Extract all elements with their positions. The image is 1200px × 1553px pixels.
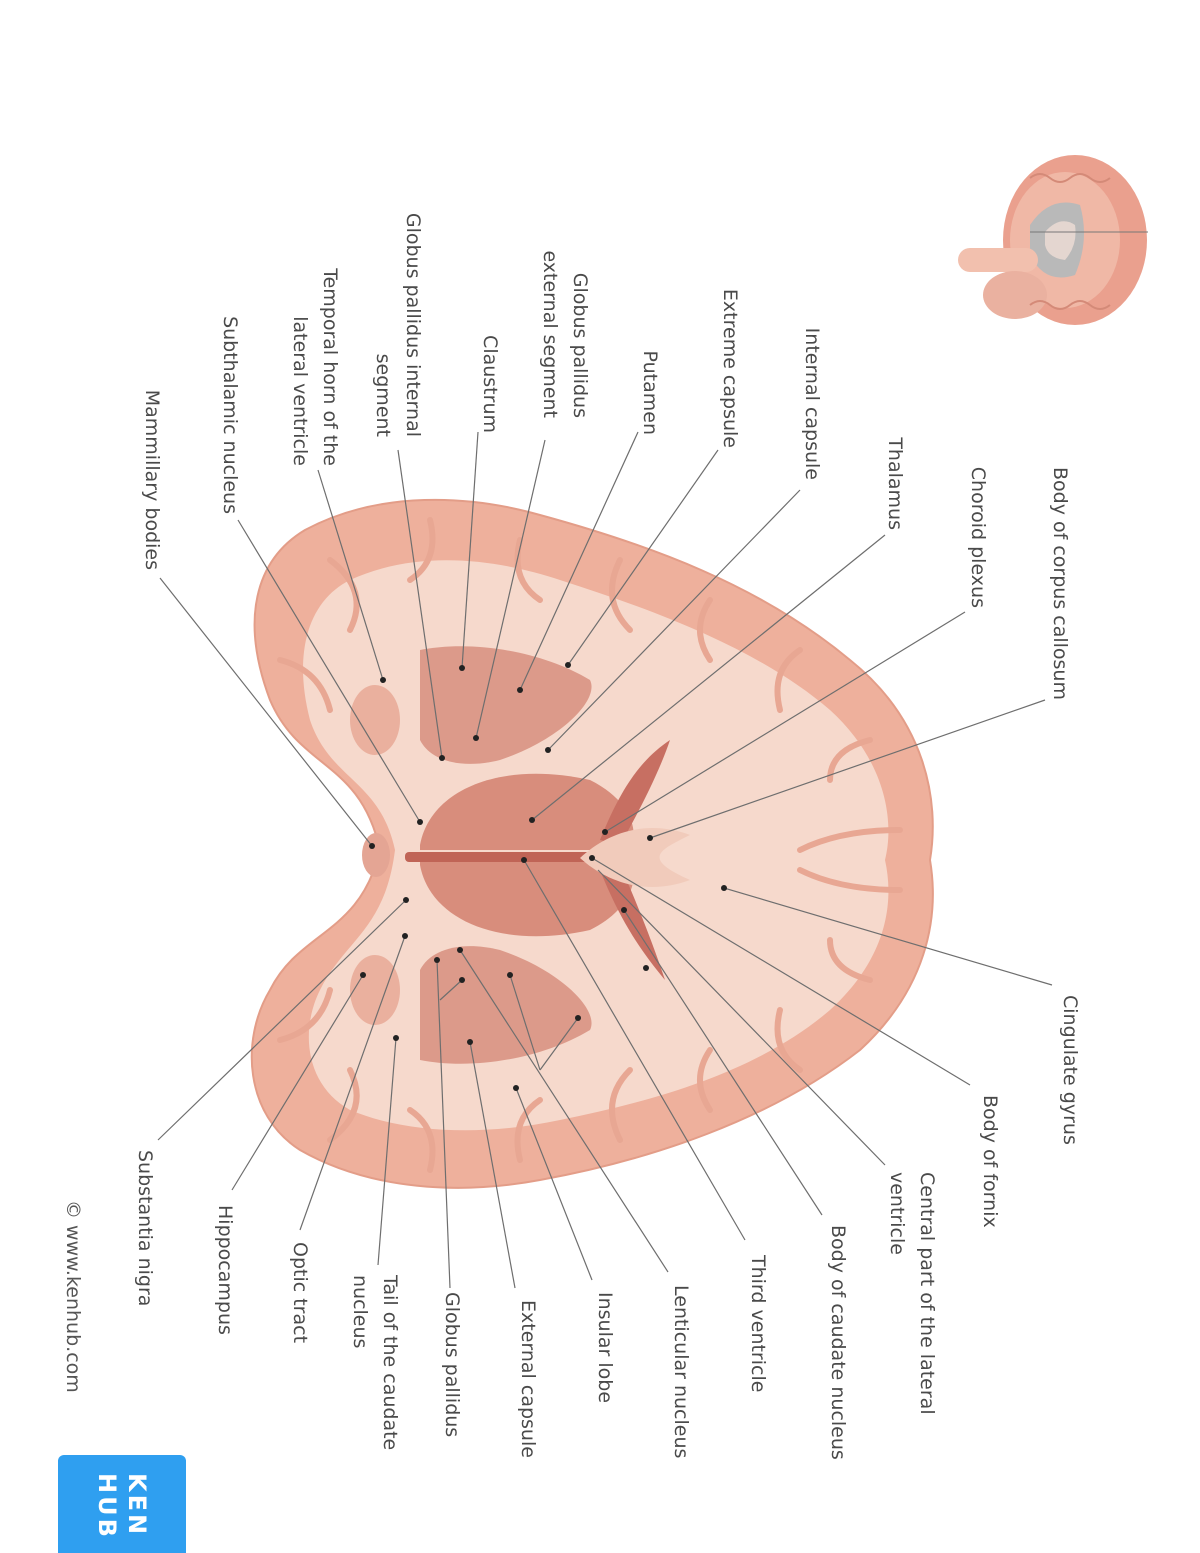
gyral-folds xyxy=(277,517,903,1173)
lentiform-nucleus-right xyxy=(420,946,592,1064)
leader-dots xyxy=(360,662,727,1091)
kenhub-logo[interactable]: KEN HUB xyxy=(58,1455,186,1553)
third-ventricle-shape xyxy=(405,852,610,862)
coronal-section xyxy=(250,498,934,1189)
mammillary-bodies-shape xyxy=(362,833,390,877)
corpus-callosum-shape xyxy=(580,828,690,887)
hippocampus-left-shape xyxy=(350,685,400,755)
sagittal-brain-thumbnail xyxy=(958,155,1148,325)
thalamus-left xyxy=(420,773,634,850)
hippocampus-right-shape xyxy=(350,955,400,1025)
leader-lines xyxy=(157,431,1053,1289)
copyright-text: © www.kenhub.com xyxy=(62,1200,84,1393)
logo-line-2: HUB xyxy=(93,1473,121,1540)
logo-line-1: KEN xyxy=(123,1473,151,1538)
thalamus-right xyxy=(420,860,634,937)
lentiform-nucleus-left xyxy=(420,646,592,764)
kenhub-logo-text: KEN HUB xyxy=(92,1473,152,1540)
lateral-ventricle-left xyxy=(600,740,670,845)
